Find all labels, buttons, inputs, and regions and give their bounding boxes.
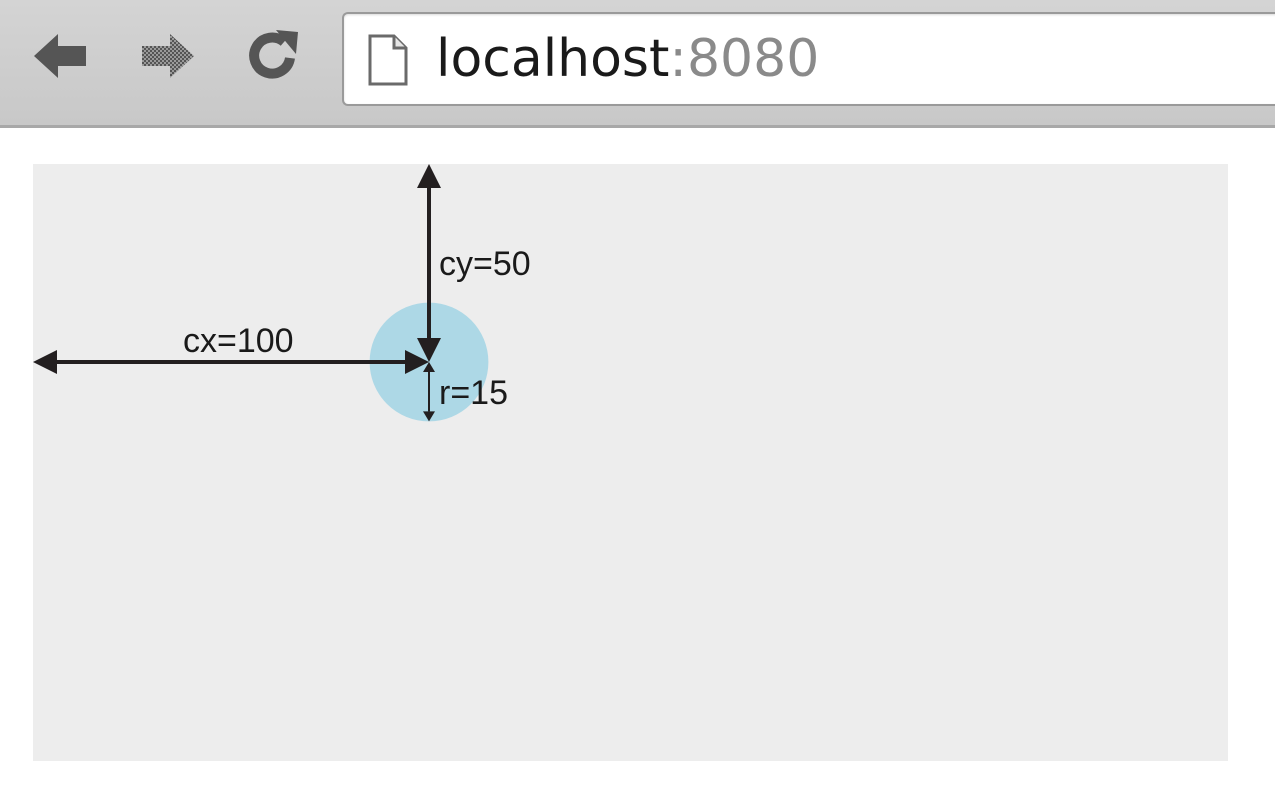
url-port: :8080	[669, 29, 819, 89]
back-arrow-icon[interactable]	[28, 24, 92, 88]
canvas-background	[33, 164, 1228, 761]
cy-arrowhead-top	[417, 164, 441, 188]
cx-arrowhead-right	[405, 350, 429, 374]
r-arrowhead-bottom	[423, 411, 435, 422]
r-arrowhead-top	[423, 362, 435, 372]
url-port-number: 8080	[686, 29, 820, 89]
page-content: cx=100 cy=50 r=15	[0, 131, 1275, 812]
dimension-arrows	[33, 164, 441, 422]
url-host: localhost	[436, 29, 670, 89]
cy-label: cy=50	[439, 245, 531, 283]
reload-icon[interactable]	[240, 24, 304, 88]
forward-arrow-icon[interactable]	[136, 24, 200, 88]
page-icon	[368, 34, 408, 86]
cy-arrowhead-bottom	[417, 338, 441, 362]
r-label: r=15	[439, 374, 508, 412]
url-separator: :	[669, 29, 687, 89]
cx-arrowhead-left	[33, 350, 57, 374]
svg-canvas: cx=100 cy=50 r=15	[33, 164, 1228, 761]
cx-label: cx=100	[183, 322, 294, 360]
url-text: localhost:8080	[436, 24, 819, 94]
address-bar[interactable]: localhost:8080	[342, 12, 1275, 106]
browser-toolbar: localhost:8080	[0, 0, 1275, 128]
